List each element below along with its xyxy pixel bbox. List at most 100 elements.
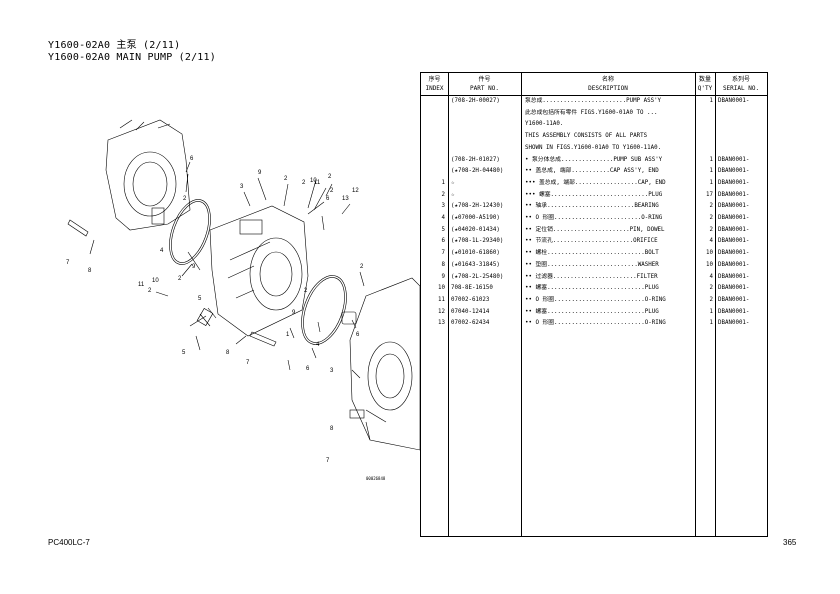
svg-text:10: 10 xyxy=(310,178,317,184)
row-description: •• 盖总成, 端部...........CAP ASS'Y, END xyxy=(525,168,659,175)
row-quantity: 2 xyxy=(709,215,714,221)
table-row: THIS ASSEMBLY CONSISTS OF ALL PARTS xyxy=(421,131,767,142)
row-description: •• O 形圈..........................O-RING xyxy=(525,320,666,327)
row-index: 7 xyxy=(441,250,446,257)
row-part-number: (★01010-61860) xyxy=(451,250,500,257)
drawing-number: 00026848 xyxy=(366,476,386,481)
row-index: 1 xyxy=(441,179,446,186)
header-desc-cn: 名称 xyxy=(601,76,614,83)
header-part-cn: 件号 xyxy=(478,76,491,83)
row-quantity: 1 xyxy=(709,179,714,186)
row-quantity: 2 xyxy=(709,226,714,233)
page-title: Y1600-02A0 主泵 (2/11) Y1600-02A0 MAIN PUM… xyxy=(48,40,216,64)
svg-text:9: 9 xyxy=(192,264,196,270)
svg-text:6: 6 xyxy=(190,156,194,162)
row-part-number: (★708-1L-29340) xyxy=(451,238,504,245)
row-serial: DBAN0001- xyxy=(718,168,750,175)
row-description: •• 节流孔.......................ORIFICE xyxy=(525,238,658,245)
svg-text:3: 3 xyxy=(330,368,334,374)
table-row: 此总成包括所有零件 FIGS.Y1600-01A0 TO ... xyxy=(421,108,767,119)
model-number: PC400LC-7 xyxy=(48,538,90,547)
svg-text:7: 7 xyxy=(246,360,250,366)
svg-text:5: 5 xyxy=(198,296,202,302)
page-number: 365 xyxy=(783,538,797,547)
header-qty-en: Q'TY xyxy=(697,85,713,92)
svg-text:2: 2 xyxy=(328,174,332,180)
row-description: 泵总成........................PUMP ASS'Y xyxy=(525,98,662,104)
row-description: ••• 螺塞............................PLUG xyxy=(525,191,663,198)
row-part-number: (★01643-31845) xyxy=(451,261,500,268)
table-row: 8(★01643-31845)•• 垫圈....................… xyxy=(421,260,767,271)
table-row: 4(★07000-A5190)•• O 形圈..................… xyxy=(421,213,767,224)
table-row: (★708-2H-04480)•• 盖总成, 端部...........CAP … xyxy=(421,166,767,177)
row-serial: DBAN0001- xyxy=(718,308,750,315)
row-serial: DBAN0001- xyxy=(718,215,750,221)
svg-text:2: 2 xyxy=(148,288,152,294)
header-index-cn: 序号 xyxy=(428,76,441,83)
header-part-en: PART NO. xyxy=(470,85,499,92)
table-row: 5(★04020-01434)•• 定位销...................… xyxy=(421,225,767,236)
row-index: 12 xyxy=(438,308,445,315)
row-part-number: 07040-12414 xyxy=(451,308,490,315)
row-description: • 泵分体总成...............PUMP SUB ASS'Y xyxy=(525,156,663,163)
row-part-number: (★708-2L-25480) xyxy=(451,273,504,280)
svg-text:2: 2 xyxy=(284,176,288,182)
row-index: 4 xyxy=(441,215,446,221)
table-row: 2 ☆ ••• 螺塞............................PLUG… xyxy=(421,190,767,201)
row-part-number: (★708-2H-12430) xyxy=(451,203,504,210)
row-serial: DBAN0001- xyxy=(718,296,750,303)
row-description: •• 轴承.........................BEARING xyxy=(525,203,659,210)
header-serial-en: SERIAL NO. xyxy=(722,85,760,92)
row-quantity: 2 xyxy=(709,285,714,292)
header-desc-en: DESCRIPTION xyxy=(588,85,628,92)
svg-text:9: 9 xyxy=(292,310,296,316)
table-row: 9 (★708-2L-25480) •• 过滤器..................… xyxy=(421,272,767,283)
row-index: 5 xyxy=(441,226,446,233)
row-quantity: 1 xyxy=(709,320,714,327)
row-quantity: 2 xyxy=(709,296,714,303)
row-part-number: (★04020-01434) xyxy=(451,226,500,233)
table-row: (708-2H-00027) 泵总成.......................… xyxy=(421,96,767,107)
row-quantity: 2 xyxy=(709,203,714,210)
svg-text:6: 6 xyxy=(356,332,360,338)
table-row: 3(★708-2H-12430)•• 轴承...................… xyxy=(421,201,767,212)
row-description: •• 螺栓............................BOLT xyxy=(525,250,659,257)
row-description: •• O 形圈..........................O-RING xyxy=(525,296,666,303)
row-part-number: 708-8E-16150 xyxy=(451,285,493,292)
row-description: •• 过滤器........................FILTER xyxy=(525,273,658,280)
row-serial: DBAN0001- xyxy=(718,226,750,233)
row-serial: DBAN0001- xyxy=(718,261,750,268)
svg-text:8: 8 xyxy=(88,268,92,274)
row-quantity: 10 xyxy=(706,250,713,257)
row-description: THIS ASSEMBLY CONSISTS OF ALL PARTS xyxy=(525,133,648,140)
table-row: 6(★708-1L-29340)•• 节流孔..................… xyxy=(421,236,767,247)
row-index: 9 xyxy=(441,273,446,280)
row-serial: DBAN0001- xyxy=(718,203,750,210)
row-quantity: 1 xyxy=(709,156,714,163)
svg-text:8: 8 xyxy=(226,350,230,356)
row-serial: DBAN0001- xyxy=(718,98,750,104)
row-quantity: 1 xyxy=(709,98,714,104)
row-serial: DBAN0001- xyxy=(718,273,750,280)
row-part-number: (708-2H-01027) xyxy=(451,156,500,163)
row-quantity: 1 xyxy=(709,168,714,175)
svg-text:7: 7 xyxy=(66,260,70,266)
row-part-number: ☆ xyxy=(451,191,455,198)
row-quantity: 1 xyxy=(709,308,714,315)
svg-text:6: 6 xyxy=(326,196,330,202)
table-row: Y1600-11A0. xyxy=(421,119,767,130)
row-index: 2 xyxy=(441,191,446,198)
row-part-number: 07002-61023 xyxy=(451,296,490,303)
svg-text:2: 2 xyxy=(360,264,364,270)
row-part-number: ☆ xyxy=(451,179,455,186)
table-row: 11 07002-61023 •• O 形圈....................… xyxy=(421,295,767,306)
row-part-number: (708-2H-00027) xyxy=(451,98,500,104)
svg-text:2: 2 xyxy=(183,196,187,202)
svg-text:4: 4 xyxy=(316,342,320,348)
row-index: 11 xyxy=(438,296,445,303)
row-serial: DBAN0001- xyxy=(718,191,750,198)
row-description: •• O 形圈.........................O-RING xyxy=(525,215,663,221)
